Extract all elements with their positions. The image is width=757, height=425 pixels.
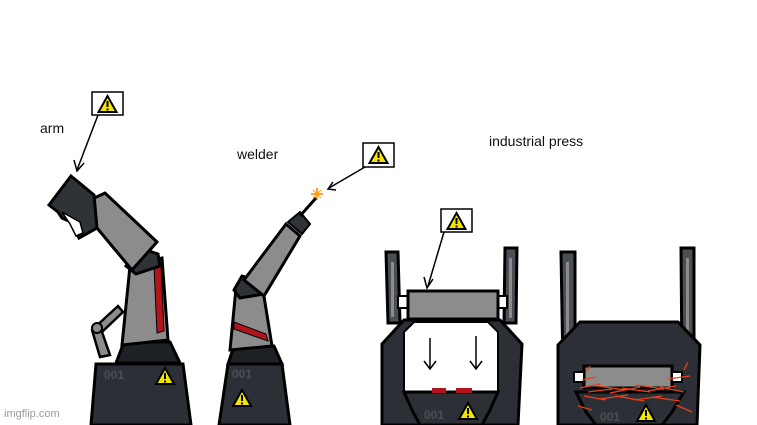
warning-sign-icon (445, 210, 468, 230)
welder-callout-arrowhead (326, 181, 337, 191)
welder-robot: 001 (217, 142, 395, 425)
welder-red-stripe (233, 321, 269, 342)
press-left-post-stripe (391, 262, 394, 317)
press-ram (406, 289, 500, 321)
press-callout-line (427, 231, 445, 287)
welder-upper-segment (241, 221, 302, 299)
press-red-block (456, 388, 472, 393)
down-arrow-icon (469, 336, 483, 371)
welder-base (217, 362, 292, 425)
warning-sign-icon (635, 402, 657, 422)
welder-torch-nozzle (298, 197, 318, 217)
arm-side-joint (91, 322, 103, 334)
press2-left-post-stripe (566, 262, 569, 352)
warning-sign-icon (367, 144, 390, 164)
welder-turret (225, 344, 285, 366)
arm-gripper (46, 173, 99, 241)
welder-base-number: 001 (232, 367, 252, 381)
arm-label: arm (40, 120, 65, 136)
robot-arm: 001 (46, 91, 193, 425)
press-red-block (432, 388, 446, 393)
press2-base-number: 001 (600, 410, 620, 424)
warning-sign-icon (457, 400, 479, 420)
welder-callout-line (328, 166, 366, 189)
press2-right-post-stripe (686, 258, 689, 353)
industrial-press-open: 001 (380, 208, 524, 425)
arm-base-number: 001 (104, 368, 124, 382)
warning-sign-icon (231, 387, 253, 407)
crushed-sparks (577, 361, 693, 413)
arm-turret (113, 340, 183, 365)
press-chamber (403, 321, 499, 393)
press-base-number: 001 (424, 408, 444, 422)
warning-sign-icon (96, 93, 119, 113)
press-callout-arrowhead (423, 276, 434, 290)
arm-callout-arrowhead (73, 159, 85, 173)
press-label: industrial press (489, 133, 584, 149)
watermark: imgflip.com (4, 408, 60, 420)
arm-gripper-jaw-gap (61, 211, 84, 237)
industrial-press-crushed: 001 (556, 246, 702, 425)
spark-icon (311, 188, 323, 200)
press2-connector (573, 371, 585, 383)
warning-sign-icon (154, 365, 176, 385)
press-hopper (401, 390, 501, 425)
welder-label: welder (237, 146, 279, 162)
welder-torch-head (286, 210, 312, 236)
press-right-post-stripe (509, 258, 512, 318)
down-arrow-icon (423, 338, 437, 371)
arm-callout-line (76, 114, 99, 171)
